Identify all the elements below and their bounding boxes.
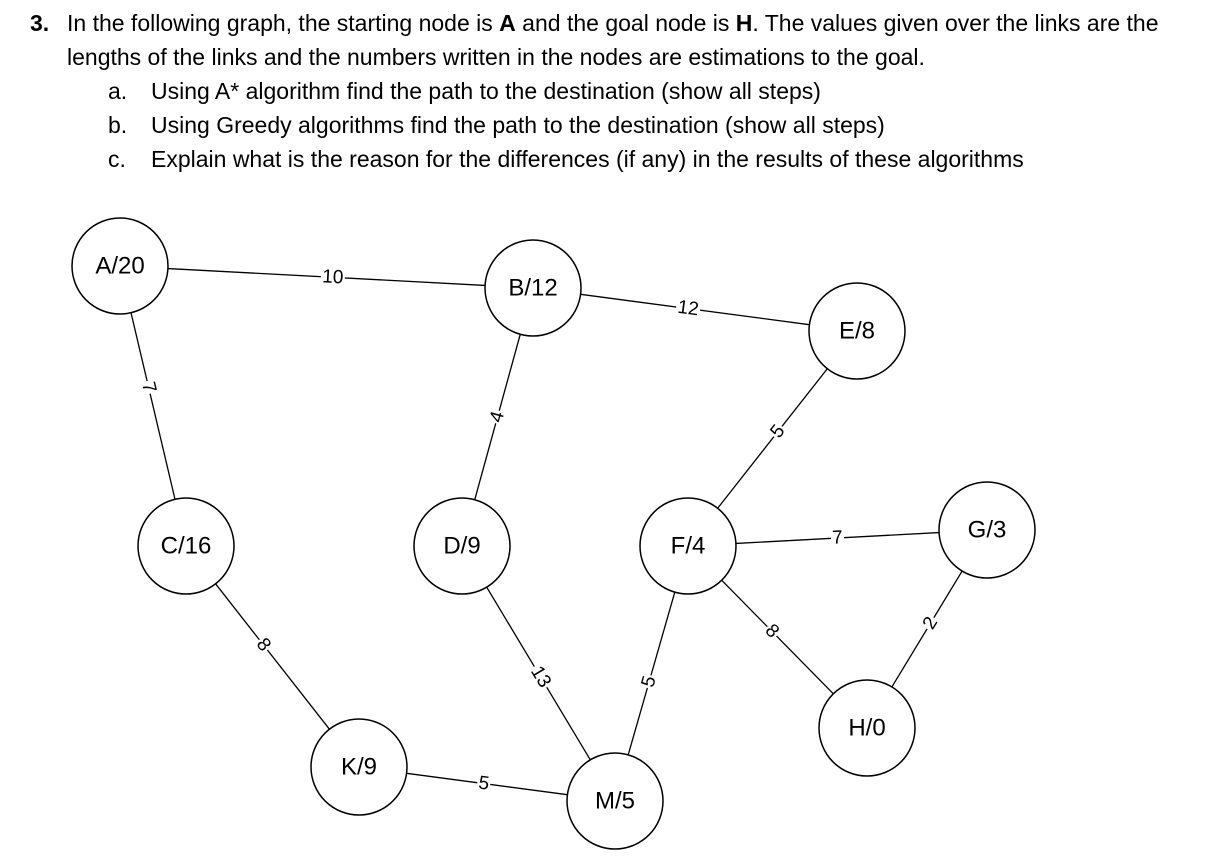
edge-weight-background bbox=[320, 266, 346, 288]
edge-weight-k-m: 5 bbox=[476, 772, 492, 795]
edge-e-f bbox=[717, 368, 828, 509]
node-label: C/16 bbox=[161, 533, 212, 560]
node-label: M/5 bbox=[595, 788, 635, 815]
edge-weight-background bbox=[760, 619, 784, 643]
edge-weight-g-h: 2 bbox=[918, 612, 943, 634]
node-circle bbox=[808, 282, 906, 380]
edge-c-k bbox=[215, 583, 330, 730]
edge-a-c bbox=[130, 312, 176, 500]
node-h: H/0 bbox=[818, 679, 916, 777]
sub-question-text: Using Greedy algorithms find the path to… bbox=[151, 112, 885, 138]
edge-weight-label: 10 bbox=[322, 266, 344, 288]
edge-weight-background bbox=[486, 408, 509, 426]
edge-weight-label: 7 bbox=[832, 527, 844, 549]
intro-part: In the following graph, the starting nod… bbox=[67, 10, 500, 36]
edge-weight-background bbox=[637, 672, 661, 691]
edge-weight-b-d: 4 bbox=[486, 408, 509, 426]
node-circle bbox=[818, 679, 916, 777]
edge-weight-background bbox=[251, 633, 276, 657]
node-circle bbox=[639, 497, 737, 595]
node-b: B/12 bbox=[484, 239, 582, 337]
edge-weight-label: 12 bbox=[676, 297, 700, 321]
edge-weight-b-e: 12 bbox=[674, 297, 702, 321]
graph-nodes: A/20B/12E/8C/16 D/9 F/4 G/3H/0K/9M/5 bbox=[71, 217, 1036, 850]
sub-question-a: a. Using A* algorithm find the path to t… bbox=[30, 74, 1220, 108]
start-node-name: A bbox=[499, 10, 516, 36]
node-label: G/3 bbox=[968, 517, 1007, 544]
sub-question-letter: b. bbox=[108, 112, 128, 138]
edge-weight-e-f: 5 bbox=[766, 420, 790, 443]
node-label: H/0 bbox=[848, 715, 885, 742]
node-a: A/20 bbox=[71, 217, 169, 315]
edge-weight-label: 7 bbox=[137, 380, 160, 395]
edge-weight-background bbox=[525, 661, 556, 693]
goal-node-name: H bbox=[735, 10, 753, 36]
edge-f-m bbox=[627, 591, 676, 756]
node-label: B/12 bbox=[508, 275, 557, 302]
node-d: D/9 bbox=[413, 497, 511, 595]
node-label: K/9 bbox=[341, 754, 377, 781]
node-label: A/20 bbox=[95, 253, 144, 280]
edge-weight-label: 5 bbox=[477, 772, 490, 794]
edge-weight-d-m: 13 bbox=[525, 661, 556, 693]
edge-weight-background bbox=[918, 612, 943, 634]
node-circle bbox=[566, 752, 664, 850]
node-circle bbox=[413, 497, 511, 595]
node-m: M/5 bbox=[566, 752, 664, 850]
node-label: D/9 bbox=[443, 533, 480, 560]
question-intro: In the following graph, the starting nod… bbox=[67, 6, 1220, 74]
intro-part: and the goal node is bbox=[515, 10, 736, 36]
node-f: F/4 bbox=[639, 497, 737, 595]
edge-weight-c-k: 8 bbox=[251, 633, 276, 657]
node-circle bbox=[310, 718, 408, 816]
edge-weight-background bbox=[830, 527, 845, 549]
question-block: 3. In the following graph, the starting … bbox=[30, 6, 1220, 176]
edge-weight-background bbox=[137, 378, 160, 396]
sub-question-c: c. Explain what is the reason for the di… bbox=[30, 142, 1220, 176]
node-g: G/3 bbox=[938, 481, 1036, 579]
sub-question-text: Using A* algorithm find the path to the … bbox=[151, 78, 821, 104]
intro-part: . The values given over the links are th… bbox=[67, 10, 1159, 70]
edge-f-h bbox=[721, 579, 834, 695]
edge-g-h bbox=[891, 570, 963, 688]
node-circle bbox=[137, 497, 235, 595]
edge-weight-background bbox=[766, 420, 790, 443]
edge-weight-background bbox=[476, 772, 492, 795]
question-number: 3. bbox=[30, 10, 50, 36]
node-circle bbox=[71, 217, 169, 315]
sub-question-letter: a. bbox=[108, 78, 128, 104]
edge-weight-label: 13 bbox=[526, 662, 555, 691]
sub-question-b: b. Using Greedy algorithms find the path… bbox=[30, 108, 1220, 142]
node-label: E/8 bbox=[839, 318, 875, 345]
edge-weight-background bbox=[674, 297, 702, 321]
edge-weight-f-g: 7 bbox=[830, 527, 845, 549]
node-k: K/9 bbox=[310, 718, 408, 816]
edge-weight-a-c: 7 bbox=[137, 378, 160, 396]
node-e: E/8 bbox=[808, 282, 906, 380]
sub-question-letter: c. bbox=[108, 146, 126, 172]
sub-question-text: Explain what is the reason for the diffe… bbox=[151, 146, 1024, 172]
edge-weight-f-m: 5 bbox=[637, 672, 661, 691]
node-c: C/16 bbox=[137, 497, 235, 595]
sub-question-list: a. Using A* algorithm find the path to t… bbox=[30, 74, 1220, 176]
node-circle bbox=[938, 481, 1036, 579]
edge-weight-a-b: 10 bbox=[320, 266, 346, 288]
node-circle bbox=[484, 239, 582, 337]
node-label: F/4 bbox=[671, 533, 706, 560]
